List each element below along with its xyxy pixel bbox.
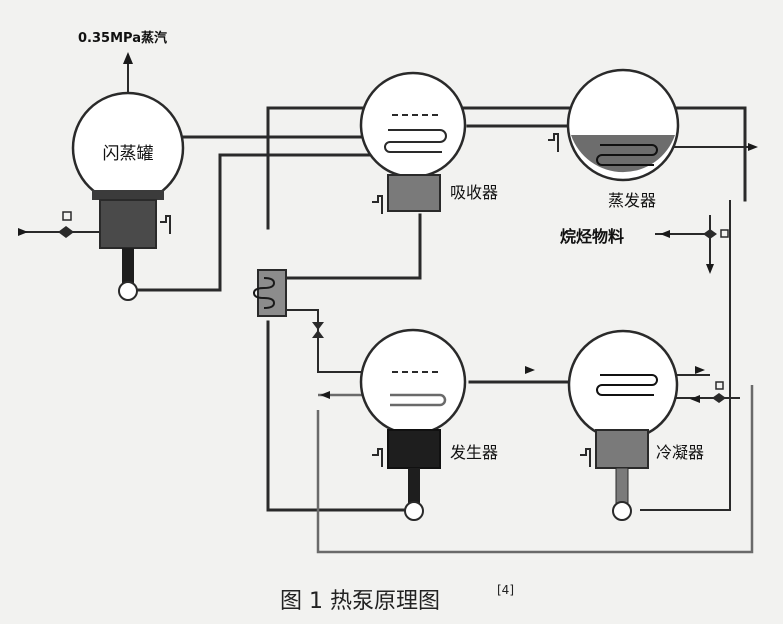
caption-text: 图 1 热泵原理图	[280, 589, 440, 614]
condenser: 冷凝器	[567, 329, 726, 521]
absorber-label: 吸收器	[450, 183, 498, 202]
arrow-gen-right	[525, 366, 535, 374]
absorber-sump	[387, 174, 441, 212]
condenser-label: 冷凝器	[656, 443, 704, 462]
evaporator: 蒸发器 烷烃物料	[548, 68, 729, 246]
pump-icon	[404, 501, 424, 521]
valve-icon	[703, 229, 717, 239]
pipe-pump1-loop	[130, 153, 222, 292]
flash-tank: 闪蒸罐 0.35MPa蒸汽	[58, 30, 185, 301]
generator: 发生器	[359, 328, 498, 521]
flash-tank-sump	[99, 199, 157, 249]
level-gauge-icon	[372, 448, 383, 467]
generator-shell	[359, 328, 467, 436]
absorber: 吸收器	[359, 71, 498, 214]
arrow-alkane-down	[706, 264, 714, 274]
absorber-coil	[384, 129, 447, 153]
level-gauge-icon	[160, 215, 171, 234]
absorber-shell	[359, 71, 467, 179]
exchanger-coil-icon	[252, 277, 276, 309]
pipe-grey-loop	[316, 385, 754, 554]
valve-actuator-icon	[62, 211, 72, 221]
flash-tank-label: 闪蒸罐	[103, 144, 154, 164]
alkane-feed-label: 烷烃物料	[560, 227, 624, 246]
valve-actuator-icon	[715, 381, 724, 390]
arrow-evap-out	[748, 143, 758, 151]
arrow-steam-up	[123, 52, 133, 64]
evaporator-label: 蒸发器	[608, 191, 656, 210]
pipe-left-down	[266, 320, 412, 512]
exchanger-body	[257, 269, 287, 317]
caption-ref: [4]	[497, 583, 514, 597]
pipe-absorber-exchanger	[283, 213, 422, 280]
pipe-right-down	[640, 200, 731, 511]
arrow-cond-right	[695, 366, 705, 374]
flow-arrows	[18, 52, 758, 403]
flash-tank-leg	[122, 248, 134, 286]
pipe-top-loop	[266, 106, 747, 230]
pipe-exchanger-generator	[285, 309, 400, 373]
valve-icon	[712, 393, 726, 403]
level-gauge-icon	[372, 195, 383, 214]
steam-out-label: 0.35MPa蒸汽	[78, 30, 167, 46]
figure-caption: 图 1 热泵原理图 [4]	[280, 583, 514, 614]
evaporator-coil	[596, 144, 658, 166]
flash-tank-neck	[92, 190, 164, 200]
valve-actuator-icon	[720, 229, 729, 238]
generator-coil	[390, 393, 447, 407]
level-gauge-icon	[580, 448, 591, 467]
generator-label: 发生器	[450, 443, 498, 462]
generator-sump	[387, 429, 441, 469]
pump-icon	[612, 501, 632, 521]
condenser-sump	[595, 429, 649, 469]
arrow-feed-in	[18, 228, 28, 236]
arrow-alkane-in	[660, 230, 670, 238]
level-gauge-icon	[548, 133, 559, 152]
pump-icon	[118, 281, 138, 301]
exchanger-valve-icon	[312, 322, 324, 338]
condenser-coil	[596, 374, 658, 396]
arrow-gen-left	[320, 391, 330, 399]
arrow-cond-left	[690, 395, 700, 403]
generator-leg	[408, 468, 420, 504]
condenser-leg	[615, 467, 629, 505]
valve-icon	[58, 226, 74, 238]
heat-exchanger	[252, 269, 324, 338]
